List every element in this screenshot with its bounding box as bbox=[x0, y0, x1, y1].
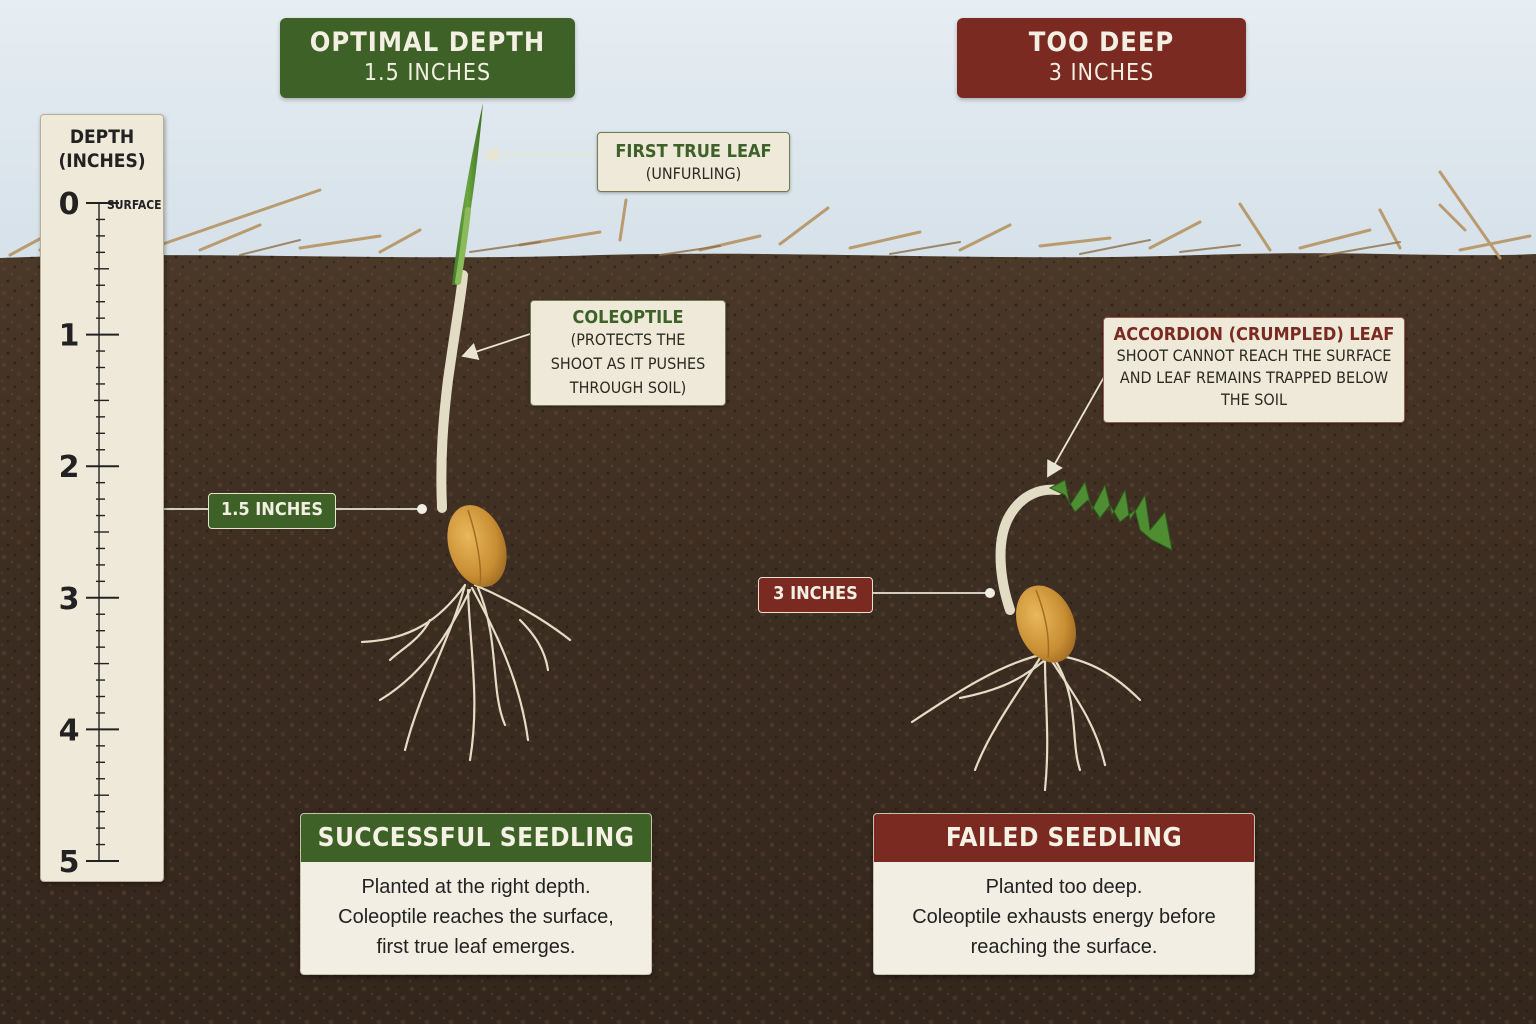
failed-line-3: reaching the surface. bbox=[970, 936, 1158, 958]
accordion-leaf-callout: ACCORDION (CRUMPLED) LEAF SHOOT CANNOT R… bbox=[1103, 317, 1405, 423]
success-line-2: Coleoptile reaches the surface, bbox=[338, 906, 614, 928]
ruler-title-line1: DEPTH bbox=[69, 126, 135, 148]
surface-label: SURFACE bbox=[107, 198, 162, 212]
ruler-tick-label: 3 bbox=[59, 582, 80, 617]
ruler-title: DEPTH (INCHES) bbox=[41, 125, 163, 173]
deep-depth-tag: 3 INCHES bbox=[758, 577, 873, 613]
success-line-1: Planted at the right depth. bbox=[361, 876, 591, 898]
too-deep-title: TOO DEEP bbox=[1028, 27, 1175, 58]
optimal-depth-tag: 1.5 INCHES bbox=[208, 493, 336, 529]
accordion-line-2: AND LEAF REMAINS TRAPPED BELOW bbox=[1119, 368, 1389, 387]
ruler-scale: 0 1 2 3 4 5 SURFACE bbox=[59, 187, 162, 880]
failed-seedling-plant bbox=[910, 479, 1173, 792]
failed-seedling-title: FAILED SEEDLING bbox=[874, 814, 1254, 862]
ruler-tick-label: 5 bbox=[59, 845, 80, 880]
ruler-title-line2: (INCHES) bbox=[58, 150, 146, 172]
accordion-line-1: SHOOT CANNOT REACH THE SURFACE bbox=[1116, 346, 1392, 365]
optimal-depth-subtitle: 1.5 INCHES bbox=[363, 60, 492, 86]
successful-seedling-plant bbox=[360, 103, 572, 762]
ruler-tick-label: 0 bbox=[59, 187, 80, 222]
too-deep-subtitle: 3 INCHES bbox=[1048, 60, 1155, 86]
optimal-depth-title: OPTIMAL DEPTH bbox=[309, 27, 546, 58]
coleoptile-line-2: SHOOT AS IT PUSHES bbox=[550, 354, 706, 373]
ruler-tick-label: 2 bbox=[59, 450, 80, 485]
too-deep-header: TOO DEEP 3 INCHES bbox=[957, 18, 1246, 98]
accordion-leaf-title: ACCORDION (CRUMPLED) LEAF bbox=[1113, 324, 1395, 345]
ruler-tick-label: 1 bbox=[59, 319, 80, 354]
success-line-3: first true leaf emerges. bbox=[376, 936, 576, 958]
failed-line-1: Planted too deep. bbox=[985, 876, 1143, 898]
successful-seedling-title: SUCCESSFUL SEEDLING bbox=[301, 814, 651, 862]
first-true-leaf-title: FIRST TRUE LEAF bbox=[615, 141, 772, 162]
first-true-leaf-note: (UNFURLING) bbox=[645, 164, 742, 183]
coleoptile-callout: COLEOPTILE (PROTECTS THE SHOOT AS IT PUS… bbox=[530, 300, 726, 406]
optimal-depth-header: OPTIMAL DEPTH 1.5 INCHES bbox=[280, 18, 575, 98]
depth-ruler: DEPTH (INCHES) 0 1 2 3 4 5 SURFACE bbox=[40, 114, 164, 882]
coleoptile-line-1: (PROTECTS THE bbox=[570, 330, 686, 349]
first-true-leaf-callout: FIRST TRUE LEAF (UNFURLING) bbox=[597, 132, 790, 192]
accordion-line-3: THE SOIL bbox=[1220, 390, 1287, 409]
failed-seedling-description: Planted too deep. Coleoptile exhausts en… bbox=[874, 862, 1254, 962]
successful-seedling-card: SUCCESSFUL SEEDLING Planted at the right… bbox=[300, 813, 652, 975]
coleoptile-title: COLEOPTILE bbox=[572, 307, 684, 328]
ruler-tick-label: 4 bbox=[59, 713, 80, 748]
successful-seedling-description: Planted at the right depth. Coleoptile r… bbox=[301, 862, 651, 962]
failed-seedling-card: FAILED SEEDLING Planted too deep. Coleop… bbox=[873, 813, 1255, 975]
failed-line-2: Coleoptile exhausts energy before bbox=[912, 906, 1216, 928]
coleoptile-line-3: THROUGH SOIL) bbox=[569, 378, 687, 397]
